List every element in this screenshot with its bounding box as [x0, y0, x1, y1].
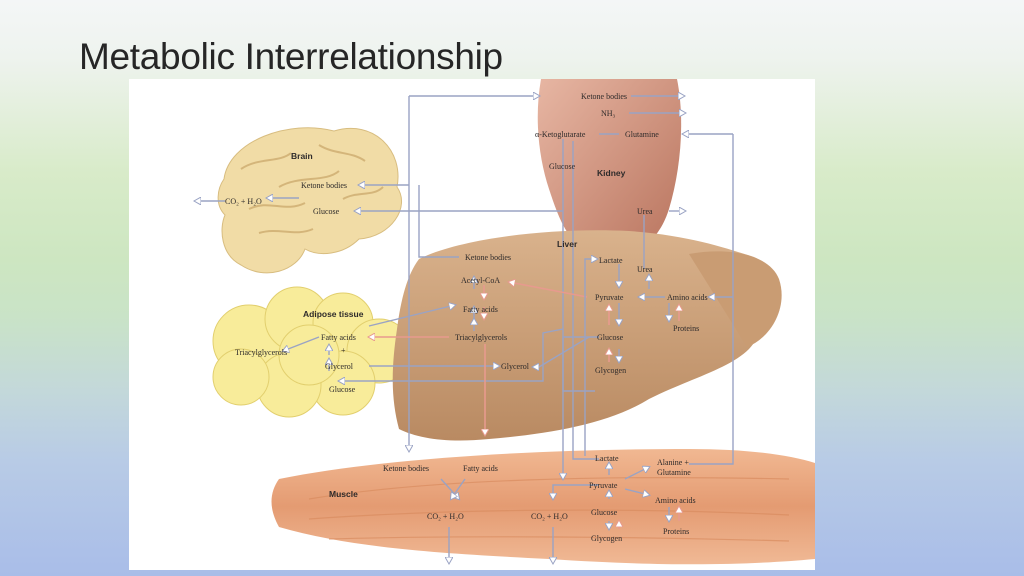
- brain-shape: [217, 127, 402, 274]
- muscle-proteins: Proteins: [663, 527, 689, 536]
- muscle-fatty-acids: Fatty acids: [463, 464, 498, 473]
- adipose-label: Adipose tissue: [303, 309, 364, 319]
- liver-ketone-bodies: Ketone bodies: [465, 253, 511, 262]
- kidney-alpha-ketoglutarate: α-Ketoglutarate: [535, 130, 586, 139]
- slide-title: Metabolic Interrelationship: [79, 36, 503, 77]
- liver-proteins: Proteins: [673, 324, 699, 333]
- kidney-label: Kidney: [597, 168, 626, 178]
- adipose-glucose: Glucose: [329, 385, 356, 394]
- brain-glucose: Glucose: [313, 207, 340, 216]
- adipose-triacylglycerols: Triacylglycerols: [235, 348, 287, 357]
- diagram-canvas: Brain Adipose tissue Liver Kidney Muscle…: [129, 79, 815, 570]
- adipose-plus: +: [341, 346, 346, 355]
- muscle-glucose: Glucose: [591, 508, 618, 517]
- muscle-glycogen: Glycogen: [591, 534, 622, 543]
- pathway-arrows: [195, 96, 734, 563]
- liver-glycogen: Glycogen: [595, 366, 626, 375]
- muscle-ketone-bodies: Ketone bodies: [383, 464, 429, 473]
- muscle-glutamine: Glutamine: [657, 468, 691, 477]
- brain-co2-h2o: CO₂ + H₂O: [225, 197, 262, 206]
- liver-urea: Urea: [637, 265, 653, 274]
- liver-fatty-acids: Fatty acids: [463, 305, 498, 314]
- kidney-glutamine: Glutamine: [625, 130, 659, 139]
- adipose-fatty-acids: Fatty acids: [321, 333, 356, 342]
- kidney-glucose: Glucose: [549, 162, 576, 171]
- muscle-co2-h2o-left: CO₂ + H₂O: [427, 512, 464, 521]
- muscle-alanine: Alanine +: [657, 458, 689, 467]
- muscle-label: Muscle: [329, 489, 358, 499]
- liver-glycerol: Glycerol: [501, 362, 530, 371]
- brain-ketone-bodies: Ketone bodies: [301, 181, 347, 190]
- muscle-amino-acids: Amino acids: [655, 496, 696, 505]
- liver-label: Liver: [557, 239, 578, 249]
- liver-lactate: Lactate: [599, 256, 623, 265]
- metabolic-diagram: Brain Adipose tissue Liver Kidney Muscle…: [129, 79, 815, 570]
- liver-amino-acids: Amino acids: [667, 293, 708, 302]
- kidney-nh3: NH₃: [601, 109, 616, 118]
- liver-triacylglycerols: Triacylglycerols: [455, 333, 507, 342]
- muscle-shape: [271, 449, 815, 565]
- muscle-lactate: Lactate: [595, 454, 619, 463]
- liver-acetyl-coa: Acetyl-CoA: [461, 276, 500, 285]
- kidney-urea: Urea: [637, 207, 653, 216]
- adipose-shape: [212, 286, 412, 418]
- adipose-glycerol: Glycerol: [325, 362, 354, 371]
- muscle-co2-h2o-right: CO₂ + H₂O: [531, 512, 568, 521]
- brain-label: Brain: [291, 151, 313, 161]
- kidney-ketone-bodies: Ketone bodies: [581, 92, 627, 101]
- liver-glucose: Glucose: [597, 333, 624, 342]
- liver-pyruvate: Pyruvate: [595, 293, 624, 302]
- liver-shape: [392, 230, 769, 441]
- muscle-pyruvate: Pyruvate: [589, 481, 618, 490]
